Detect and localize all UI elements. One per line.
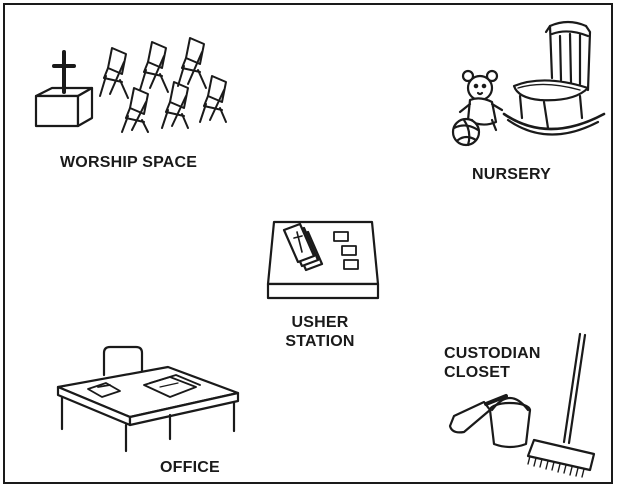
usher-label-line1: USHER (291, 314, 349, 331)
office-chair-icon (104, 347, 142, 375)
desk-papers-icon (88, 375, 200, 397)
teddy-bear-icon (460, 71, 502, 130)
altar-box-icon (36, 88, 92, 126)
bulletins-icon (284, 224, 322, 270)
cross-icon (54, 52, 74, 92)
diagram-border (3, 3, 613, 484)
usher-label-line2: STATION (285, 333, 355, 350)
usher-station-label: USHER STATION (270, 313, 370, 351)
ball-icon (453, 119, 479, 145)
office-label: OFFICE (160, 459, 220, 476)
rocking-chair-teddy-bear-icon (448, 18, 608, 150)
custodian-closet-label: CUSTODIAN CLOSET (444, 344, 541, 382)
desk-icon (58, 367, 238, 451)
worship-space-label: WORSHIP SPACE (60, 154, 198, 171)
bulletin-table-icon (264, 218, 382, 302)
broom-icon (528, 334, 594, 477)
rocking-chair-icon (504, 22, 604, 135)
offering-envelopes-icon (334, 232, 358, 269)
broom-bucket-trowel-icon (444, 330, 610, 478)
nursery-label: NURSERY (472, 166, 552, 183)
custodian-label-line2: CLOSET (444, 364, 511, 381)
desk-and-chair-icon (50, 345, 250, 455)
folding-chairs-icon (100, 38, 226, 132)
bucket-icon (490, 398, 530, 447)
cross-and-chairs-icon (30, 30, 250, 135)
trowel-icon (450, 396, 506, 432)
custodian-label-line1: CUSTODIAN (444, 345, 541, 362)
